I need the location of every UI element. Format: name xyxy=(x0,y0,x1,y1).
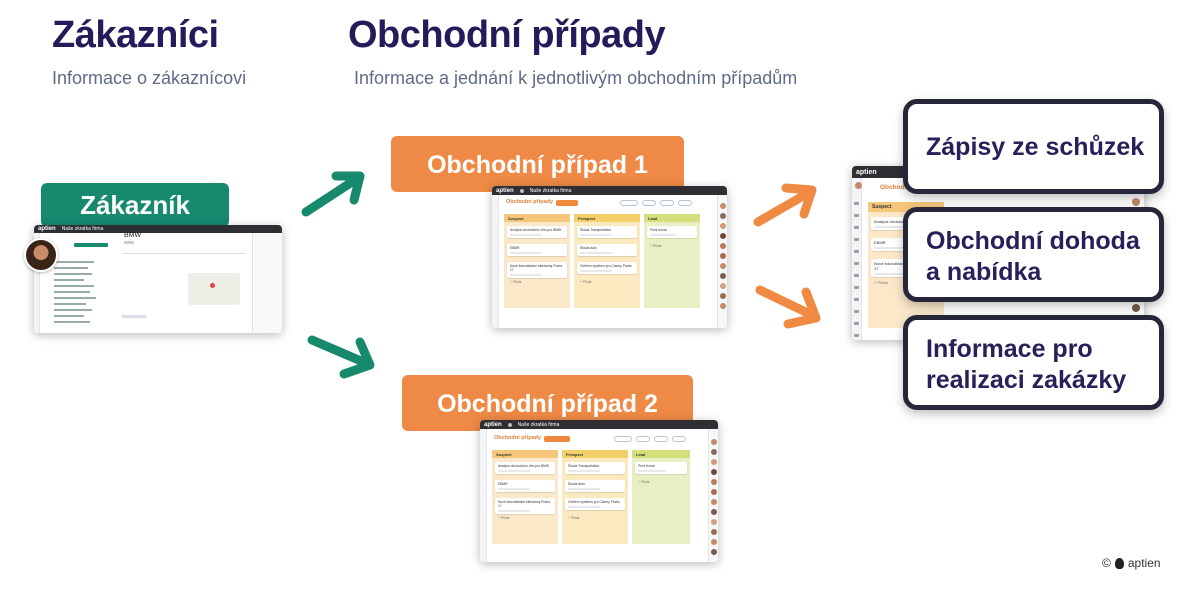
module-title: Obchodní případy xyxy=(506,199,554,205)
meeting-notes-box: Zápisy ze schůzek xyxy=(903,99,1164,194)
customer-app-screenshot: aptien Naše zkratka firma BMW xyxy=(34,225,282,333)
implementation-info-box: Informace pro realizaci zakázky xyxy=(903,315,1164,410)
arrow-to-case-2-icon xyxy=(306,330,382,385)
map-thumbnail xyxy=(188,273,240,305)
column-title: Suspect xyxy=(504,214,570,222)
kanban-column-lead: Lead Pivní fronta + Přidat xyxy=(644,214,700,308)
add-deal-link[interactable]: + Přidat xyxy=(638,480,650,484)
app-breadcrumb: Naše zkratka firma xyxy=(529,187,572,194)
case-1-label: Obchodní případ 1 xyxy=(391,136,684,192)
aptien-logo-icon xyxy=(1114,557,1124,569)
cases-title: Obchodní případy xyxy=(348,14,666,56)
kanban-column-suspect: Suspect Analýza obchodního trhu pro BMW … xyxy=(504,214,570,308)
arrow-to-notes-lower-icon xyxy=(754,282,824,335)
column-title: Prospect xyxy=(574,214,640,222)
column-title: Lead xyxy=(632,450,690,458)
app-breadcrumb: Naše zkratka firma xyxy=(61,226,104,232)
app-brand: aptien xyxy=(484,421,502,428)
note-line: Obchodní dohoda xyxy=(926,227,1140,255)
deal-card[interactable]: EBMR xyxy=(507,244,567,256)
deal-card[interactable]: Pivní fronta xyxy=(647,226,697,238)
note-line: realizaci zakázky xyxy=(926,366,1127,394)
kanban-column-lead: Lead Pivní fronta + Přidat xyxy=(632,450,690,544)
deal-card[interactable]: Nové fotovoltaické elektrárny Praha 17 xyxy=(507,262,567,278)
column-title: Prospect xyxy=(562,450,628,458)
deal-card[interactable]: Škoda Transportation xyxy=(565,462,625,474)
kanban-column-suspect: Suspect Analýza obchodního trhu pro BMW … xyxy=(492,450,558,544)
deal-card[interactable]: Analýza obchodního trhu pro BMW xyxy=(507,226,567,238)
customer-avatar xyxy=(24,238,58,272)
customer-list xyxy=(50,241,120,329)
case-1-app-screenshot: aptien Naše zkratka firma Obchodní přípa… xyxy=(492,186,727,328)
app-brand: aptien xyxy=(856,168,877,176)
cases-subtitle: Informace a jednání k jednotlivým obchod… xyxy=(354,68,798,88)
app-brand: aptien xyxy=(496,187,514,194)
app-brand: aptien xyxy=(38,226,56,232)
add-deal-link[interactable]: + Přidat xyxy=(874,280,888,285)
case-2-app-screenshot: aptien Naše zkratka firma Obchodní přípa… xyxy=(480,420,718,562)
deal-card[interactable]: Nové fotovoltaické elektrárny Praha 17 xyxy=(495,498,555,514)
deal-card[interactable]: Analýza obchodního trhu pro BMW xyxy=(495,462,555,474)
deal-card[interactable]: Škoda Transportation xyxy=(577,226,637,238)
add-deal-link[interactable]: + Přidat xyxy=(568,516,580,520)
arrow-to-case-1-icon xyxy=(300,168,370,223)
note-line: a nabídka xyxy=(926,258,1042,286)
column-title: Lead xyxy=(644,214,700,222)
note-text: Zápisy ze schůzek xyxy=(926,133,1145,161)
deal-card[interactable]: Ověření systému pro Clanny Praha xyxy=(577,262,637,274)
copyright-symbol: © xyxy=(1102,556,1111,570)
customers-subtitle: Informace o zákaznícovi xyxy=(52,68,247,88)
footer-brand: © aptien xyxy=(1102,556,1161,570)
app-breadcrumb: Naše zkratka firma xyxy=(517,421,560,428)
kanban-column-prospect: Prospect Škoda Transportation Škoda Auto… xyxy=(574,214,640,308)
customer-company-name: BMW xyxy=(124,232,142,239)
add-deal-link[interactable]: + Přidat xyxy=(510,280,522,284)
deal-card[interactable]: EBMR xyxy=(495,480,555,492)
add-deal-link[interactable]: + Přidat xyxy=(498,516,510,520)
column-title: Suspect xyxy=(868,202,944,212)
note-line: Informace pro xyxy=(926,335,1093,363)
column-title: Suspect xyxy=(492,450,558,458)
footer-brand-name: aptien xyxy=(1127,556,1161,570)
module-title: Obchodní případy xyxy=(494,435,542,441)
add-deal-link[interactable]: + Přidat xyxy=(580,280,592,284)
deal-card[interactable]: Ověření systému pro Clanny Praha xyxy=(565,498,625,510)
deal-card[interactable]: Škoda Auto xyxy=(565,480,625,492)
add-deal-link[interactable]: + Přidat xyxy=(650,244,662,248)
customers-title: Zákazníci xyxy=(52,14,219,56)
kanban-column-prospect: Prospect Škoda Transportation Škoda Auto… xyxy=(562,450,628,544)
customer-label: Zákazník xyxy=(41,183,229,227)
arrow-to-notes-upper-icon xyxy=(752,180,822,231)
business-agreement-box: Obchodní dohoda a nabídka xyxy=(903,207,1164,302)
deal-card[interactable]: Pivní fronta xyxy=(635,462,687,474)
deal-card[interactable]: Škoda Auto xyxy=(577,244,637,256)
